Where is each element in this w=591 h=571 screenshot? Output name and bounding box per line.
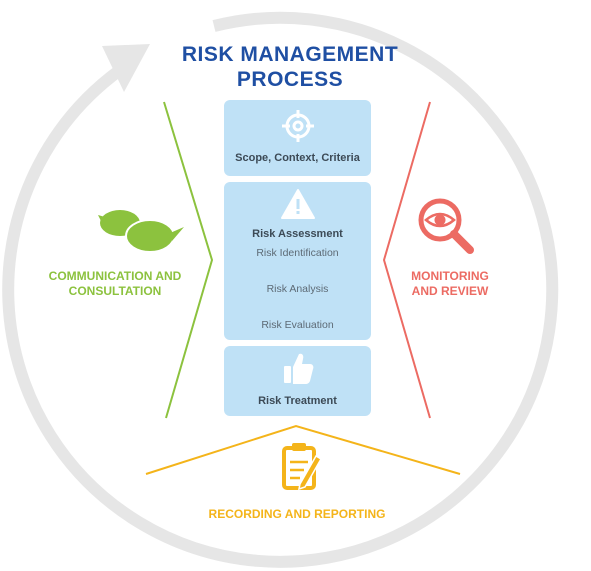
treatment-label: Risk Treatment xyxy=(258,395,337,407)
diagram-title: RISK MANAGEMENT PROCESS xyxy=(170,42,410,92)
recording-label: RECORDING AND REPORTING xyxy=(208,507,386,521)
communication-chevron xyxy=(163,101,214,419)
target-icon xyxy=(282,110,314,142)
recording-chevron xyxy=(145,424,461,475)
title-line-1: RISK MANAGEMENT xyxy=(181,43,399,66)
evaluation-label: Risk Evaluation xyxy=(261,319,334,331)
communication-line-2: CONSULTATION xyxy=(68,284,162,298)
warning-icon xyxy=(281,189,315,219)
monitoring-chevron xyxy=(382,101,431,419)
communication-label: COMMUNICATION AND CONSULTATION xyxy=(36,269,194,299)
speech-bubbles-icon xyxy=(98,210,184,253)
assessment-box: Risk Assessment Risk Identification Risk… xyxy=(224,182,371,340)
thumbs-up-icon xyxy=(284,353,314,384)
cycle-arrowhead xyxy=(102,44,150,92)
title-line-2: PROCESS xyxy=(236,68,344,91)
scope-box: Scope, Context, Criteria xyxy=(224,100,371,176)
identification-label: Risk Identification xyxy=(256,247,339,259)
assessment-label: Risk Assessment xyxy=(252,228,343,240)
monitoring-line-2: AND REVIEW xyxy=(411,284,489,298)
analysis-label: Risk Analysis xyxy=(266,283,329,295)
scope-label: Scope, Context, Criteria xyxy=(235,152,360,164)
monitoring-line-1: MONITORING xyxy=(411,269,489,283)
monitoring-label: MONITORING AND REVIEW xyxy=(402,269,498,299)
treatment-box: Risk Treatment xyxy=(224,346,371,416)
magnifier-eye-icon xyxy=(418,198,474,254)
cycle-ring xyxy=(2,11,559,568)
document-pencil-icon xyxy=(282,443,322,491)
communication-line-1: COMMUNICATION AND xyxy=(48,269,182,283)
